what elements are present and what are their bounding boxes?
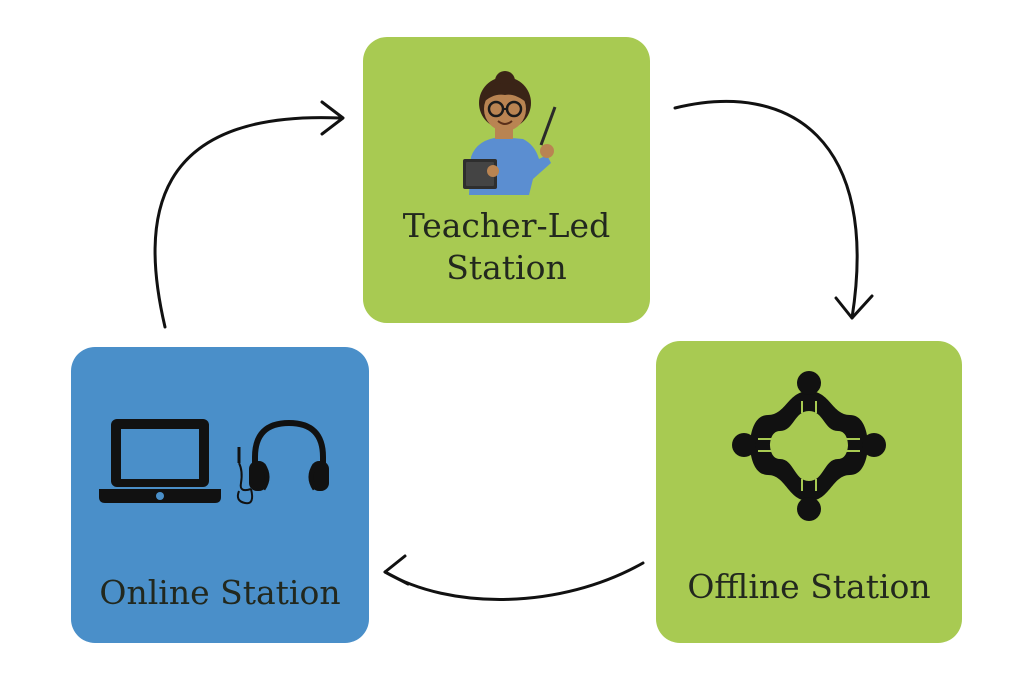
teacher-station-label: Teacher-Led Station [363,205,650,289]
arrowhead-online-to-teacher [320,100,345,136]
offline-station-label: Offline Station [687,567,931,606]
teacher-icon [463,71,557,195]
offline-station: Offline Station [656,341,962,643]
group-meeting-icon [732,371,886,521]
online-station: Online Station [71,347,369,643]
headphones-icon [236,419,329,505]
arrowhead-teacher-to-offline [834,294,874,320]
laptop-icon [99,419,221,503]
online-station-label: Online Station [99,573,341,612]
arrow-teacher-to-offline [673,99,859,320]
teacher-station-label-line2: Station [446,248,567,287]
teacher-led-station: Teacher-Led Station [363,37,650,323]
teacher-station-label-line1: Teacher-Led [402,206,611,245]
arrow-offline-to-online [383,561,645,601]
arrow-online-to-teacher [153,116,342,329]
arrowhead-offline-to-online [383,554,410,586]
